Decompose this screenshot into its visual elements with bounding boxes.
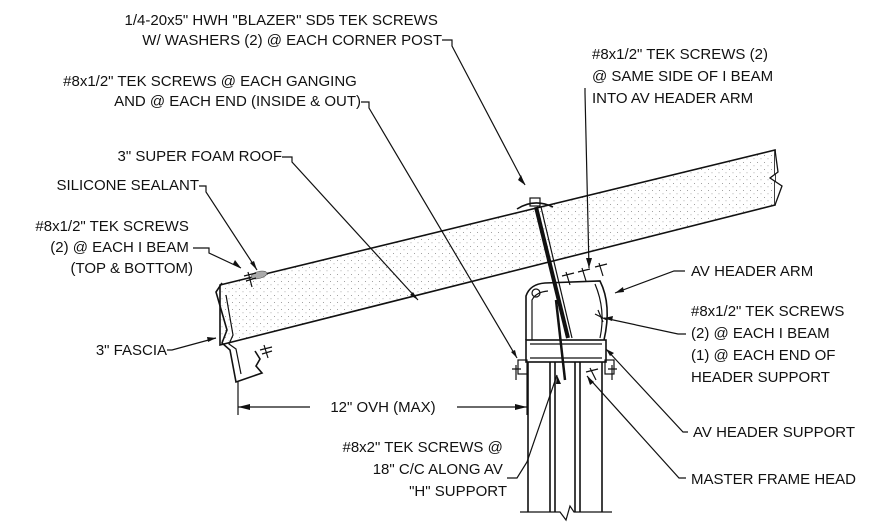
silicone-sealant-label: SILICONE SEALANT: [56, 177, 199, 194]
header-arm-screws: [512, 262, 617, 381]
fascia-label: 3" FASCIA: [96, 342, 167, 359]
header-arm-label: AV HEADER ARM: [691, 263, 813, 280]
foam-roof-label: 3" SUPER FOAM ROOF: [117, 148, 282, 165]
header-support-label: AV HEADER SUPPORT: [693, 424, 855, 441]
header-support-screws-label: #8x1/2" TEK SCREWS (2) @ EACH I BEAM (1)…: [691, 303, 849, 386]
ibeam-screws-label: #8x1/2" TEK SCREWS (2) @ EACH I BEAM (TO…: [35, 218, 193, 277]
arrowheads: [207, 175, 624, 385]
foam-roof-panel: [219, 148, 783, 347]
master-frame-label: MASTER FRAME HEAD: [691, 471, 856, 488]
overhang-label: 12" OVH (MAX): [330, 399, 435, 416]
master-frame-posts: [520, 362, 612, 522]
fascia-profile: [215, 282, 264, 384]
corner-post-screw: [516, 197, 573, 381]
h-support-screws-label: #8x2" TEK SCREWS @ 18" C/C ALONG AV "H" …: [343, 439, 508, 500]
overhang-dimension: [237, 374, 528, 415]
corner-post-screws-label: 1/4-20x5" HWH "BLAZER" SD5 TEK SCREWS W/…: [125, 12, 442, 49]
header-arm-screws-label: #8x1/2" TEK SCREWS (2) @ SAME SIDE OF I …: [592, 46, 777, 107]
av-header-support: [517, 339, 615, 375]
leader-lines: [167, 39, 688, 479]
ganging-screws-label: #8x1/2" TEK SCREWS @ EACH GANGING AND @ …: [63, 73, 361, 110]
fascia-screws: [243, 271, 273, 359]
